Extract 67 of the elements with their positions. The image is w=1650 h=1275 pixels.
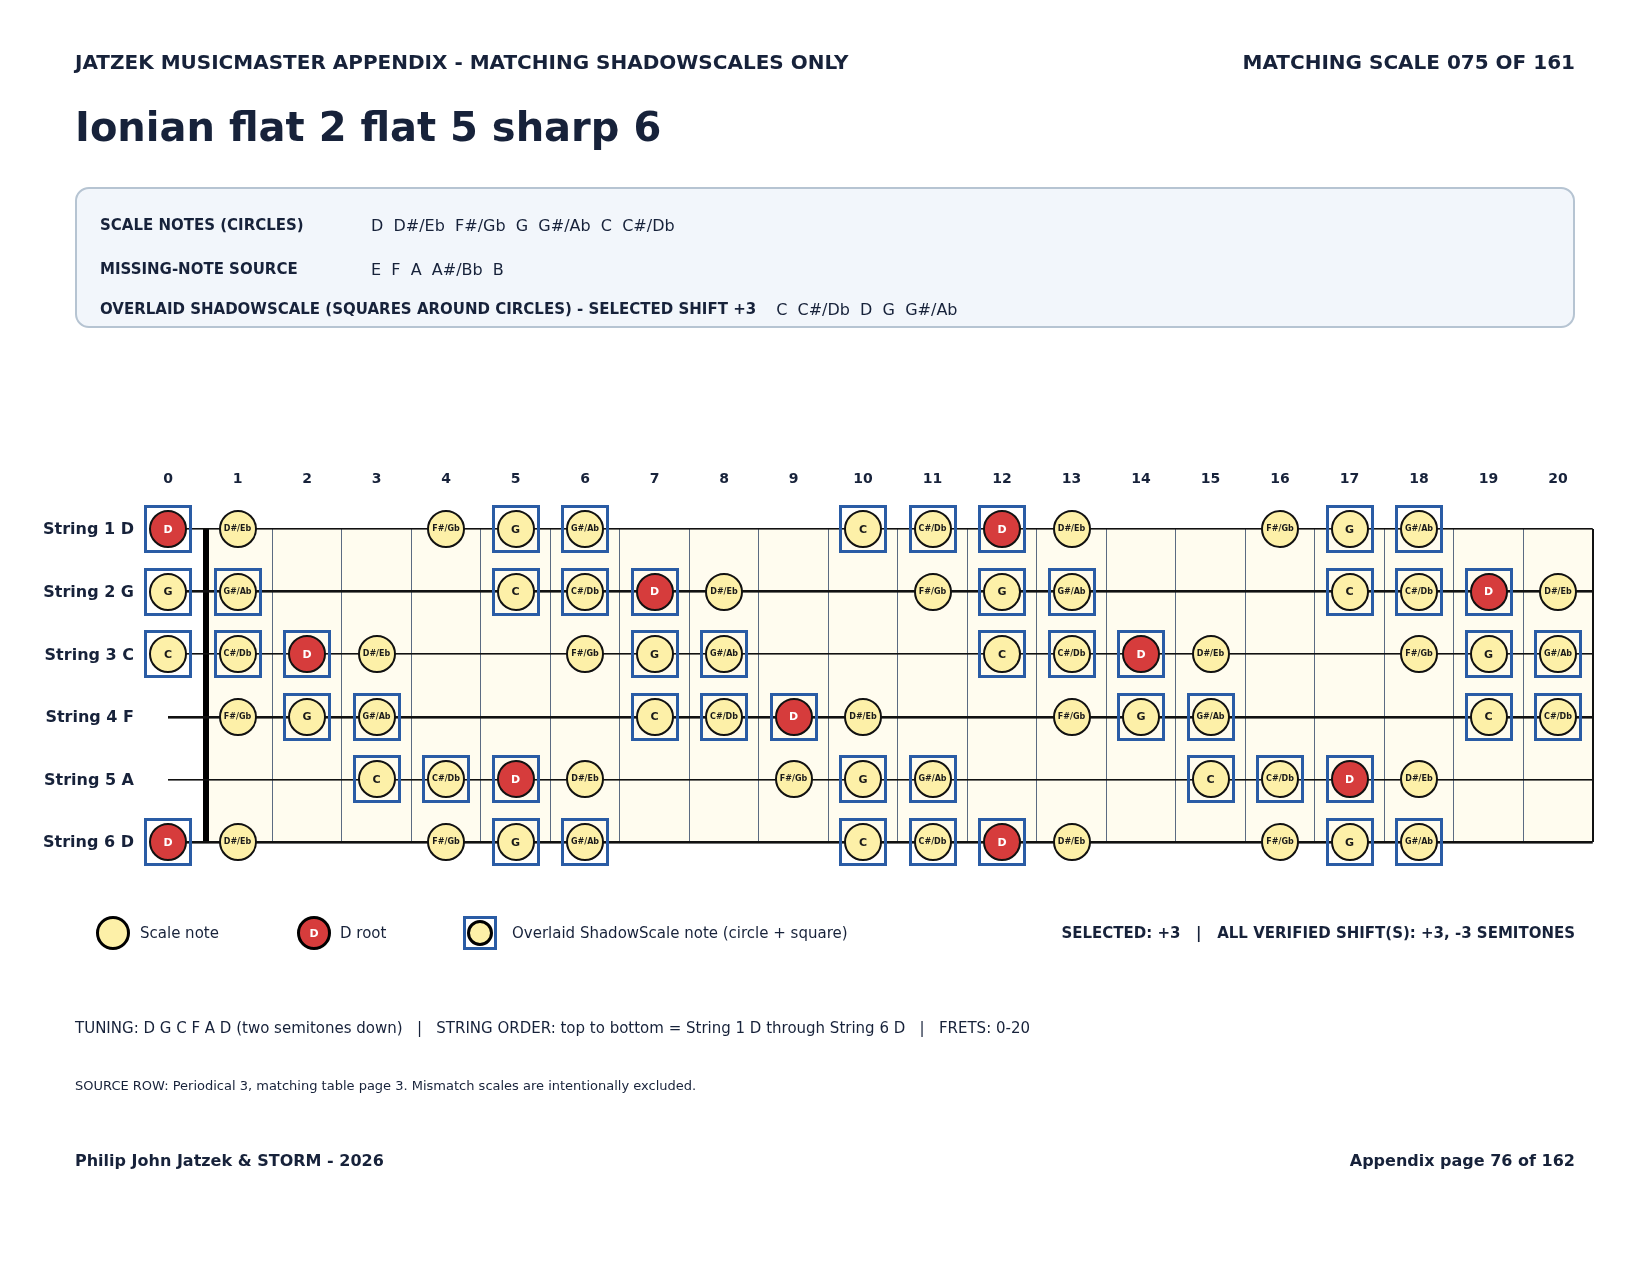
fret-number: 8	[719, 469, 729, 487]
info-heading: OVERLAID SHADOWSCALE (SQUARES AROUND CIRCLES) - SELECTED SHIFT +3	[100, 300, 757, 318]
fret-number: 2	[302, 469, 312, 487]
note-marker: C	[149, 635, 187, 674]
fret-number: 20	[1548, 469, 1568, 487]
note-list: D D#/Eb F#/Gb G G#/Ab C C#/Db	[371, 215, 675, 235]
fret-number: 11	[922, 469, 943, 487]
info-heading: MISSING-NOTE SOURCE	[100, 260, 299, 278]
note-marker: F#/Gb	[427, 823, 465, 861]
note-list: E F A A#/Bb B	[371, 259, 504, 279]
root-note-marker: D	[983, 823, 1021, 861]
fret-number: 3	[371, 469, 382, 487]
fret-number: 4	[441, 469, 451, 487]
note-marker: G	[149, 572, 187, 611]
root-note-marker: D	[149, 510, 187, 548]
fret-number: 12	[992, 469, 1012, 487]
note-marker: C	[844, 823, 882, 861]
fret-number: 6	[580, 469, 590, 487]
note-marker: F#/Gb	[427, 510, 465, 548]
string-label: String 2 G	[43, 582, 134, 602]
info-heading: SCALE NOTES (CIRCLES)	[100, 216, 305, 234]
fret-number: 7	[649, 469, 660, 487]
note-marker: G#/Ab	[566, 823, 604, 861]
string-label: String 4 F	[45, 707, 134, 727]
fret-number: 16	[1270, 469, 1290, 487]
fret-number: 1	[232, 469, 243, 487]
fret-number: 0	[163, 469, 173, 487]
string-label: String 1 D	[43, 519, 134, 539]
fret-number: 18	[1409, 469, 1429, 487]
string-label: String 6 D	[43, 832, 134, 852]
page-number: Appendix page 76 of 162	[1349, 1151, 1575, 1171]
page-counter: MATCHING SCALE 075 OF 161	[1242, 50, 1575, 74]
source-note: SOURCE ROW: Periodical 3, matching table page 3. Mismatch scales are intentionally excluded.	[75, 1078, 697, 1094]
fret-number: 10	[853, 469, 873, 487]
note-marker: F#/Gb	[1261, 823, 1299, 861]
fret-number: 9	[788, 469, 799, 487]
string-label: String 3 C	[44, 644, 134, 664]
fret-number: 15	[1200, 469, 1221, 487]
legend-label: Overlaid ShadowScale note (circle + square)	[512, 924, 848, 942]
root-note-marker: D	[149, 823, 187, 861]
note-marker: C	[844, 510, 882, 548]
swatch-letter: D	[309, 927, 319, 939]
note-list: C C#/Db D G G#/Ab	[776, 299, 958, 319]
fret-number: 5	[510, 469, 521, 487]
fret-number: 19	[1478, 469, 1499, 487]
fret-number: 13	[1061, 469, 1082, 487]
note-marker: G	[1330, 510, 1369, 548]
tuning-note: TUNING: D G C F A D (two semitones down) | STRING ORDER: top to bottom = String 1 D through String 6 D | FRETS: 0-20	[75, 1019, 1030, 1037]
note-marker: G#/Ab	[566, 510, 604, 548]
note-marker: G#/Ab	[1400, 823, 1438, 861]
string-label: String 5 A	[43, 769, 134, 789]
note-marker: G#/Ab	[1400, 510, 1438, 548]
note-marker: D#/Eb	[218, 510, 257, 548]
root-note-marker: D	[983, 510, 1021, 548]
note-marker: G	[496, 510, 535, 548]
note-marker: C#/Db	[913, 510, 952, 548]
note-marker: F#/Gb	[1261, 510, 1299, 548]
fret-number: 17	[1339, 469, 1360, 487]
note-marker: D#/Eb	[1052, 510, 1091, 548]
page-title: Ionian flat 2 flat 5 sharp 6	[75, 103, 662, 151]
fret-number: 14	[1131, 469, 1151, 487]
header-text: JATZEK MUSICMASTER APPENDIX - MATCHING SHADOWSCALES ONLY	[75, 50, 849, 74]
legend-label: Scale note	[140, 924, 219, 942]
footer-credit: Philip John Jatzek & STORM - 2026	[75, 1151, 384, 1171]
info-panel	[75, 187, 1575, 328]
shift-summary: SELECTED: +3 | ALL VERIFIED SHIFT(S): +3, -3 SEMITONES	[1061, 924, 1575, 942]
legend-label: D root	[340, 924, 387, 942]
